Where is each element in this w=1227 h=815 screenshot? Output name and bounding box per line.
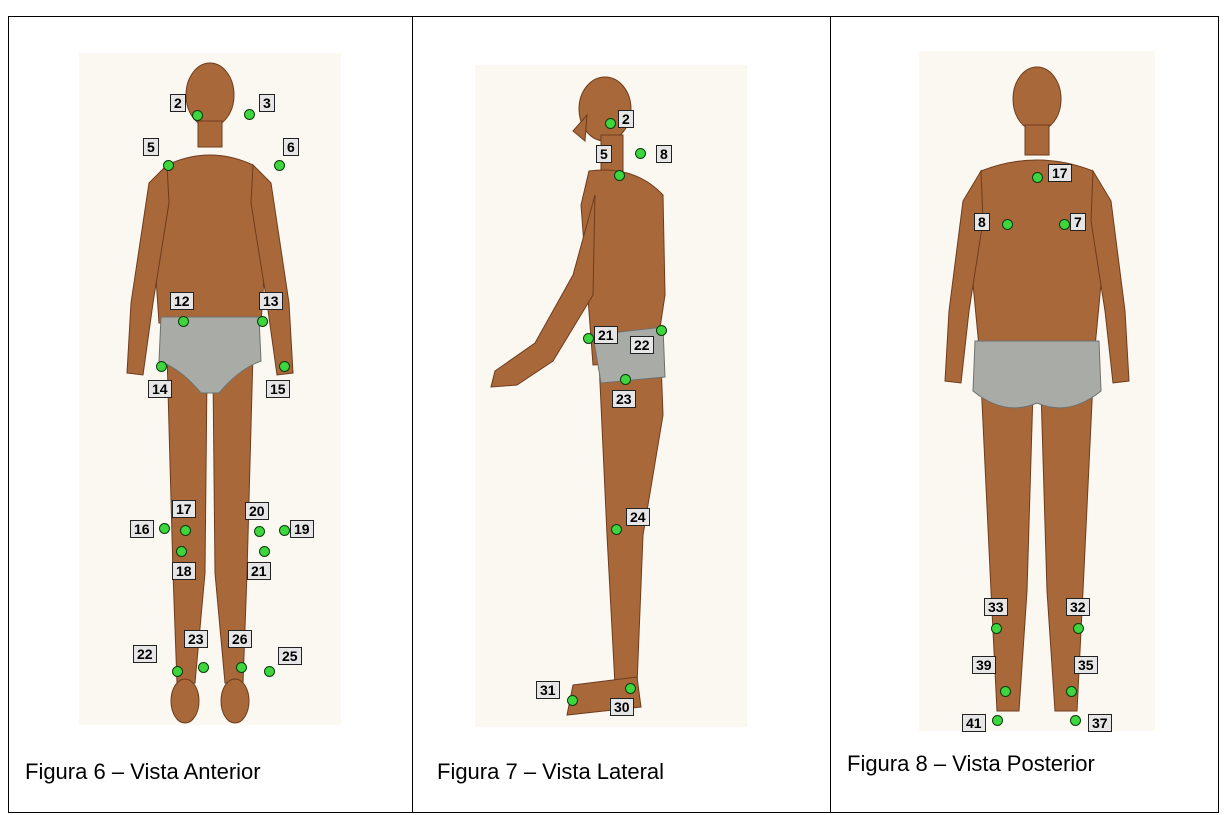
marker-label: 21 (594, 326, 618, 344)
marker-dot (279, 525, 290, 536)
marker-label: 41 (962, 714, 986, 732)
marker-label: 2 (170, 94, 186, 112)
marker-label: 22 (630, 336, 654, 354)
marker-dot (264, 666, 275, 677)
marker-label: 32 (1066, 598, 1090, 616)
marker-dot (156, 361, 167, 372)
marker-label: 16 (130, 520, 154, 538)
marker-dot (1000, 686, 1011, 697)
marker-label: 19 (290, 520, 314, 538)
posterior-body-photo (919, 51, 1155, 731)
marker-label: 21 (247, 562, 271, 580)
marker-label: 15 (266, 380, 290, 398)
marker-label: 5 (143, 138, 159, 156)
figure-caption: Figura 6 – Vista Anterior (25, 759, 261, 785)
marker-label: 13 (259, 292, 283, 310)
marker-dot (656, 325, 667, 336)
marker-label: 25 (278, 647, 302, 665)
marker-label: 23 (184, 630, 208, 648)
marker-dot (625, 683, 636, 694)
marker-label: 20 (245, 502, 269, 520)
marker-dot (244, 109, 255, 120)
marker-dot (614, 170, 625, 181)
marker-dot (1002, 219, 1013, 230)
panel-lateral: Figura 7 – Vista Lateral (413, 17, 830, 812)
marker-dot (620, 374, 631, 385)
marker-label: 7 (1070, 213, 1086, 231)
marker-label: 31 (536, 681, 560, 699)
figure-table: Figura 6 – Vista Anterior Figura 7 – Vis… (8, 16, 1219, 813)
marker-label: 17 (172, 500, 196, 518)
figure-caption: Figura 7 – Vista Lateral (437, 759, 664, 785)
panel-posterior: Figura 8 – Vista Posterior (831, 17, 1218, 812)
marker-label: 39 (972, 656, 996, 674)
marker-label: 24 (626, 508, 650, 526)
marker-dot (279, 361, 290, 372)
marker-dot (567, 695, 578, 706)
marker-dot (1032, 172, 1043, 183)
marker-dot (236, 662, 247, 673)
marker-dot (635, 148, 646, 159)
panel-anterior: Figura 6 – Vista Anterior (9, 17, 412, 812)
marker-label: 33 (984, 598, 1008, 616)
marker-dot (254, 526, 265, 537)
marker-label: 26 (228, 630, 252, 648)
marker-dot (257, 316, 268, 327)
marker-dot (259, 546, 270, 557)
marker-label: 30 (610, 698, 634, 716)
lateral-body-photo (475, 65, 747, 727)
marker-label: 6 (283, 138, 299, 156)
marker-dot (176, 546, 187, 557)
marker-dot (1066, 686, 1077, 697)
marker-dot (1059, 219, 1070, 230)
figure-caption: Figura 8 – Vista Posterior (847, 751, 1095, 777)
marker-label: 17 (1048, 164, 1072, 182)
marker-dot (583, 333, 594, 344)
marker-label: 23 (612, 390, 636, 408)
marker-dot (1073, 623, 1084, 634)
marker-label: 12 (170, 292, 194, 310)
marker-dot (274, 160, 285, 171)
marker-label: 22 (133, 645, 157, 663)
marker-dot (1070, 715, 1081, 726)
marker-dot (605, 118, 616, 129)
anterior-body-photo (79, 53, 341, 725)
marker-dot (192, 110, 203, 121)
marker-label: 8 (656, 145, 672, 163)
marker-dot (159, 523, 170, 534)
marker-label: 35 (1074, 656, 1098, 674)
marker-label: 18 (172, 562, 196, 580)
marker-label: 8 (974, 213, 990, 231)
marker-label: 14 (148, 380, 172, 398)
marker-label: 2 (618, 110, 634, 128)
marker-dot (172, 666, 183, 677)
marker-dot (991, 623, 1002, 634)
marker-dot (180, 525, 191, 536)
marker-label: 3 (259, 94, 275, 112)
marker-dot (611, 524, 622, 535)
marker-label: 37 (1088, 714, 1112, 732)
marker-dot (992, 715, 1003, 726)
marker-label: 5 (596, 145, 612, 163)
marker-dot (163, 160, 174, 171)
marker-dot (178, 316, 189, 327)
marker-dot (198, 662, 209, 673)
